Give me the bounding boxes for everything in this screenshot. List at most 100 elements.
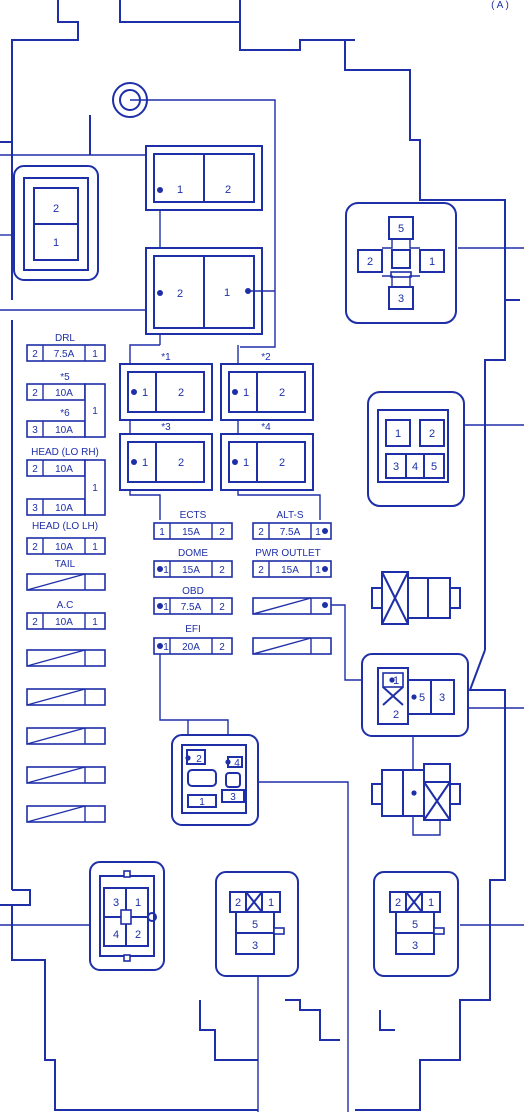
connector-right-mid: 1 2 3 4 5 [367,391,465,507]
fuse-pwr-outlet: PWR OUTLET 2 15A 1 [252,548,332,578]
fuse-label: EFI [185,624,201,635]
fuse-pin: 1 [163,602,169,613]
fuse-rating: 15A [281,565,299,576]
connector-pin: 1 [135,897,141,909]
relay-pin: 2 [178,457,184,469]
fuse-pin: 2 [258,527,264,538]
relay-pin: 2 [279,457,285,469]
relay-star1: *1 1 2 [119,352,213,421]
fuse-pin: 2 [219,642,225,653]
fuse-pin: 1 [92,349,98,360]
connector-pin: 3 [439,692,445,704]
relay-tag: *3 [161,422,171,433]
fuse-pin: 1 [159,527,165,538]
fuse-pin: 1 [163,642,169,653]
fuse-label: DOME [178,548,208,559]
connector-pin: 5 [412,919,418,931]
relay-pin: 1 [243,457,249,469]
connector-pin: 4 [113,929,119,941]
fuse-rating: 20A [182,642,200,653]
fuse-pin: 1 [92,483,98,494]
fuse-pin: 2 [32,349,38,360]
relay-pin: 1 [142,457,148,469]
fuse-label: OBD [182,586,204,597]
connector-center-low: 2 4 1 3 [171,734,259,826]
connector-pin: 1 [428,897,434,909]
fuse-label: DRL [55,333,75,344]
connector-pin: 3 [412,940,418,952]
relay-pin: 1 [243,387,249,399]
relay-top-left-small: 2 1 [13,165,99,281]
relay-tag: *2 [261,352,271,363]
fuse-rating: 10A [55,503,73,514]
relay-star4: *4 1 2 [220,422,314,491]
connector-pin: 2 [235,897,241,909]
relay-pin: 1 [142,387,148,399]
fuse-rating: 10A [55,464,73,475]
fuse-tail: TAIL [26,559,106,591]
relay-star2: *2 1 2 [220,352,314,421]
connector-right-low: 2 1 5 3 [373,871,459,977]
relay-pin: 2 [178,387,184,399]
connector-bottom-mid: 2 1 5 3 [215,871,299,977]
fuse-pin: 2 [219,565,225,576]
fuse-label: *6 [60,408,70,419]
connector-bottom-left: 3 1 4 2 [89,861,165,971]
fuse-obd: OBD 1 7.5A 2 [153,586,233,615]
relay-pin: 2 [177,288,183,300]
relay-tag: *4 [261,422,271,433]
fuse-pin: 2 [32,388,38,399]
relay-pin: 2 [53,203,59,215]
relay-tag: *1 [161,352,171,363]
connector-empty-1 [371,571,461,625]
fuse-pin: 3 [32,425,38,436]
fuse-drl: DRL 2 7.5A 1 [26,333,106,362]
connector-pin: 1 [268,897,274,909]
connector-pin: 2 [196,754,202,765]
connector-pin: 4 [412,461,418,473]
fuse-rating: 10A [55,542,73,553]
relay-pin: 2 [225,184,231,196]
connector-pin: 2 [429,428,435,440]
fuse-spare-center-1 [252,597,332,615]
connector-empty-2 [371,763,461,821]
fuse-label: ECTS [180,510,207,521]
connector-right-relay: 1 2 5 3 [361,653,469,737]
relay-pin: 1 [53,237,59,249]
connector-pin: 5 [252,919,258,931]
relay-upper-b: 2 1 [145,247,275,335]
fuse-label: HEAD (LO LH) [32,521,98,532]
connector-pin: 3 [230,792,236,803]
fuse-rating: 7.5A [181,602,202,613]
fuse-label: TAIL [55,559,76,570]
connector-pin: 2 [395,897,401,909]
relay-pin: 1 [177,184,183,196]
fuse-alt-s: ALT-S 2 7.5A 1 [252,510,332,540]
fuse-rating: 15A [182,527,200,538]
fuse-pin: 2 [32,542,38,553]
fuse-pin: 1 [92,406,98,417]
relay-pin: 1 [224,287,230,299]
connector-pin: 2 [393,709,399,721]
fuse-rating: 10A [55,388,73,399]
fuse-pin: 2 [219,527,225,538]
connector-pin: 1 [393,675,399,687]
connector-pin: 1 [429,256,435,268]
fuse-pin: 2 [32,617,38,628]
connector-pin: 3 [398,293,404,305]
fuse-head-lo-lh: HEAD (LO LH) 2 10A 1 [26,521,106,555]
connector-pin: 5 [398,223,404,235]
fuse-rating: 7.5A [54,349,75,360]
fuse-spare-center-2 [252,637,332,655]
fuse-head-lo-rh: HEAD (LO RH) 2 10A 3 10A 1 [26,447,106,516]
connector-pin: 4 [234,758,240,769]
fuse-ects: ECTS 1 15A 2 [153,510,233,540]
fuse-pin: 3 [32,503,38,514]
fuse-rating: 10A [55,617,73,628]
fuse-pin: 1 [92,617,98,628]
fuse-label: PWR OUTLET [255,548,321,559]
fuse-pin: 1 [315,565,321,576]
connector-pin: 3 [252,940,258,952]
